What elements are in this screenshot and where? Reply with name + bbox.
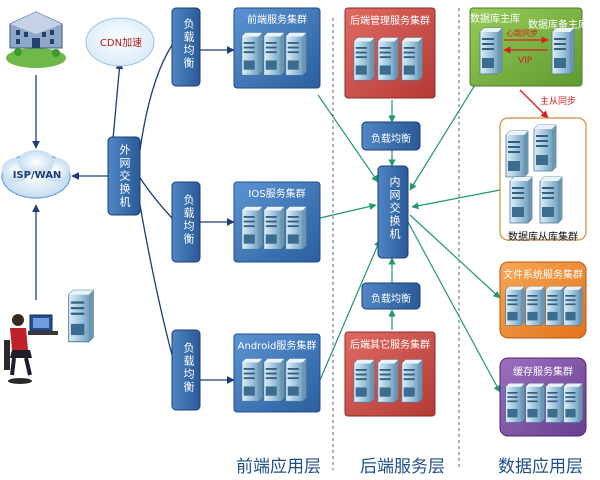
outer-switch (107, 136, 141, 216)
server-icon (377, 359, 399, 403)
server-icon (525, 286, 545, 326)
edge-switch-lb2 (139, 177, 173, 219)
front-cluster-title: 前端服务集群 (247, 15, 307, 26)
user-workstation-icon (4, 314, 58, 384)
server-icon (509, 176, 533, 224)
layer-front-caption: 前端应用层 (236, 457, 321, 477)
server-icon (563, 286, 583, 326)
edge-front-inner (317, 94, 379, 183)
server-icon (263, 206, 285, 250)
lb-front-bot (171, 329, 201, 411)
lb-front-mid-label: 负载均衡 (182, 194, 195, 246)
server-icon (505, 130, 529, 178)
android-cluster-title: Android服务集群 (237, 341, 317, 352)
server-icon (263, 358, 285, 402)
edge-switch-lb3 (139, 204, 173, 356)
cdn-label: CDN加速 (99, 38, 143, 49)
server-icon (545, 286, 565, 326)
db-backup-label: 数据库备主库 (528, 20, 588, 31)
db-master-label: 数据库主库 (470, 14, 520, 25)
lb-front-mid (171, 181, 201, 263)
server-icon (505, 286, 525, 326)
backend-other-title: 后端其它服务集群 (350, 340, 430, 351)
file-cluster-title: 文件系统服务集群 (503, 270, 583, 281)
cdn-node (85, 17, 155, 67)
server-icon (263, 32, 285, 76)
inner-switch-label: 内网交换机 (388, 176, 401, 241)
edge-switch-lb1 (139, 44, 173, 151)
layer-data-caption: 数据应用层 (498, 457, 583, 477)
lb-front-top (171, 7, 201, 87)
lb-front-top-label: 负载均衡 (182, 18, 195, 70)
cache-cluster-title: 缓存服务集群 (513, 367, 573, 378)
server-icon (401, 359, 423, 403)
lb-front-bot-label: 负载均衡 (182, 342, 195, 394)
db-slave-title: 数据库从库集群 (508, 232, 578, 243)
edge-master-slave (519, 89, 549, 119)
edge-inner-file (409, 214, 501, 299)
edge-inner-cache (407, 221, 501, 393)
outer-switch-label: 外网交换机 (118, 144, 131, 209)
backend-mgmt-title: 后端管理服务集群 (350, 16, 430, 27)
server-icon (285, 32, 307, 76)
server-icon (353, 359, 375, 403)
db-backup-server-icon (551, 27, 575, 75)
edge-dbmaster-inner (409, 79, 479, 191)
layer-back-caption: 后端服务层 (360, 457, 445, 477)
server-icon (539, 176, 563, 224)
server-icon (401, 37, 423, 81)
server-icon (563, 382, 583, 424)
server-icon (241, 358, 263, 402)
server-icon (377, 37, 399, 81)
lb-back-bot-label: 负载均衡 (371, 294, 411, 305)
edge-ios-inner (319, 202, 377, 219)
server-icon (241, 32, 263, 76)
heartbeat-label: 心跳同步 (506, 29, 538, 38)
vip-label: VIP (518, 56, 533, 66)
edge-switch-cdn (111, 61, 124, 151)
server-icon (241, 206, 263, 250)
isp-cloud-icon (1, 150, 71, 199)
db-master-server-icon (479, 27, 503, 75)
isp-label: ISP/WAN (12, 170, 62, 181)
master-slave-label: 主从同步 (540, 97, 577, 107)
server-icon (505, 382, 525, 424)
edge-dbslave-inner (411, 189, 501, 210)
ios-cluster-title: IOS服务集群 (248, 189, 306, 200)
lb-back-top-label: 负载均衡 (371, 134, 411, 145)
lb-back-bot (361, 282, 421, 310)
server-icon (545, 382, 565, 424)
server-icon (285, 358, 307, 402)
server-icon (285, 206, 307, 250)
client-server-icon (68, 289, 94, 343)
lb-back-top (361, 121, 421, 151)
server-icon (525, 382, 545, 424)
office-building-icon (6, 11, 66, 68)
inner-switch (377, 165, 409, 259)
server-icon (353, 37, 375, 81)
server-icon (533, 124, 557, 172)
edge-android-inner (319, 239, 381, 381)
